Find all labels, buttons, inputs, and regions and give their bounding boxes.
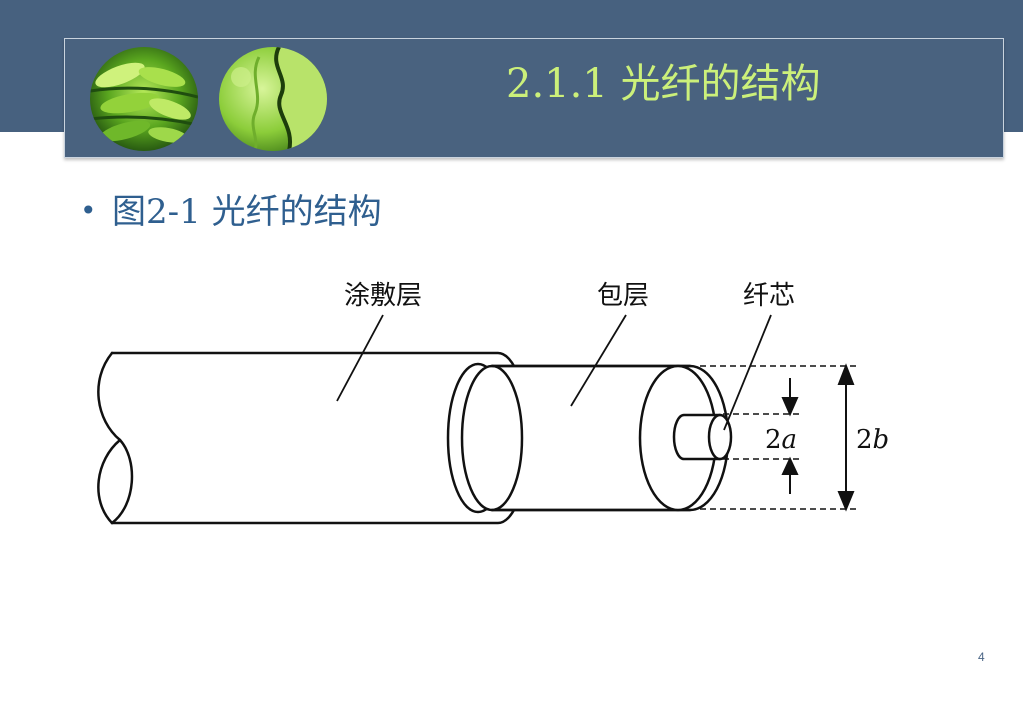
coating-break-edge	[97, 351, 122, 525]
core-diameter-label: 2a	[765, 425, 797, 455]
cladding-leader-line	[570, 314, 627, 407]
leaf-photo-1	[90, 47, 198, 151]
core-arrow-bottom-head	[781, 456, 799, 475]
core-body	[672, 413, 722, 461]
bullet-item: • 图2-1 光纤的结构	[80, 192, 382, 233]
leaf-photo-2	[219, 47, 327, 151]
page-number: 4	[978, 650, 985, 664]
cladding-arrow-bottom-head	[837, 491, 855, 512]
cladding-back-edge	[460, 364, 524, 512]
coating-break-curve	[110, 438, 134, 525]
core-arrow-top-head	[781, 397, 799, 417]
coating-label: 涂敷层	[344, 281, 422, 311]
core-leader-line	[723, 314, 772, 431]
bullet-marker: •	[80, 194, 97, 227]
slide-title: 2.1.1 光纤的结构	[506, 61, 821, 107]
cladding-arrow-top-head	[837, 363, 855, 385]
coating-leader-line	[336, 314, 384, 402]
figure-number: 图2-1	[112, 192, 201, 232]
core-label: 纤芯	[743, 281, 795, 311]
cladding-diameter-label: 2b	[856, 425, 889, 455]
bullet-text: 光纤的结构	[200, 192, 382, 232]
cladding-label: 包层	[597, 281, 649, 311]
